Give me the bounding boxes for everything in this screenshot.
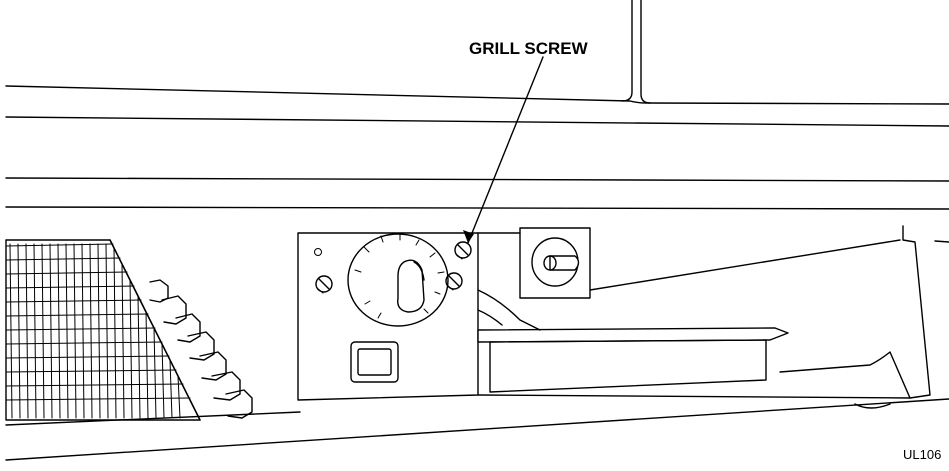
callout-leader bbox=[463, 56, 544, 244]
coil-fin-row bbox=[5, 257, 121, 261]
coil-fin-column bbox=[81, 243, 85, 419]
coil-fin-column bbox=[145, 311, 149, 419]
coil-fin-column bbox=[137, 295, 141, 419]
coil-fin-column bbox=[33, 243, 37, 419]
coil-fin-row bbox=[5, 327, 156, 331]
drip-tray bbox=[477, 289, 789, 393]
coil-tube-ends bbox=[149, 279, 253, 419]
coil-fin-column bbox=[9, 243, 13, 419]
callout-label: GRILL SCREW bbox=[469, 39, 589, 58]
control-panel bbox=[297, 232, 479, 401]
coil-fin-column bbox=[49, 243, 53, 419]
coil-fin-row bbox=[5, 299, 142, 303]
coil-fin-column bbox=[17, 243, 21, 419]
coil-fin-column bbox=[113, 247, 117, 419]
rocker-switch bbox=[350, 341, 399, 383]
cabinet-side bbox=[477, 225, 949, 409]
grill-screw-top bbox=[454, 241, 472, 260]
coil-fin-column bbox=[169, 359, 173, 419]
coil-fin-column bbox=[161, 343, 165, 419]
coil-fin-column bbox=[177, 375, 181, 419]
figure-id: UL106 bbox=[903, 447, 941, 462]
condenser-coil bbox=[5, 239, 253, 421]
coil-fin-row bbox=[5, 397, 191, 401]
coil-fin-column bbox=[97, 243, 101, 419]
fan-motor bbox=[477, 227, 591, 299]
base-lines bbox=[5, 398, 949, 461]
coil-fin-column bbox=[89, 243, 93, 419]
thermostat-dial bbox=[347, 233, 449, 327]
coil-fin-column bbox=[105, 243, 109, 419]
coil-fin-column bbox=[25, 243, 29, 419]
coil-fin-column bbox=[153, 327, 157, 419]
coil-fin-row bbox=[5, 355, 170, 359]
coil-fin-row bbox=[5, 313, 149, 317]
coil-fin-row bbox=[5, 341, 163, 345]
panel-screw-left bbox=[315, 275, 333, 294]
coil-fin-column bbox=[65, 243, 69, 419]
cabinet-top-lines bbox=[5, 0, 949, 210]
indicator-light bbox=[314, 248, 322, 256]
coil-fin-column bbox=[41, 243, 45, 419]
coil-fin-row bbox=[5, 243, 114, 247]
coil-fin-row bbox=[5, 285, 135, 289]
grill-screw-lower bbox=[445, 272, 463, 291]
coil-fin-column bbox=[129, 279, 133, 419]
coil-fin-column bbox=[121, 263, 125, 419]
coil-fin-column bbox=[73, 243, 77, 419]
coil-fin-column bbox=[57, 243, 61, 419]
